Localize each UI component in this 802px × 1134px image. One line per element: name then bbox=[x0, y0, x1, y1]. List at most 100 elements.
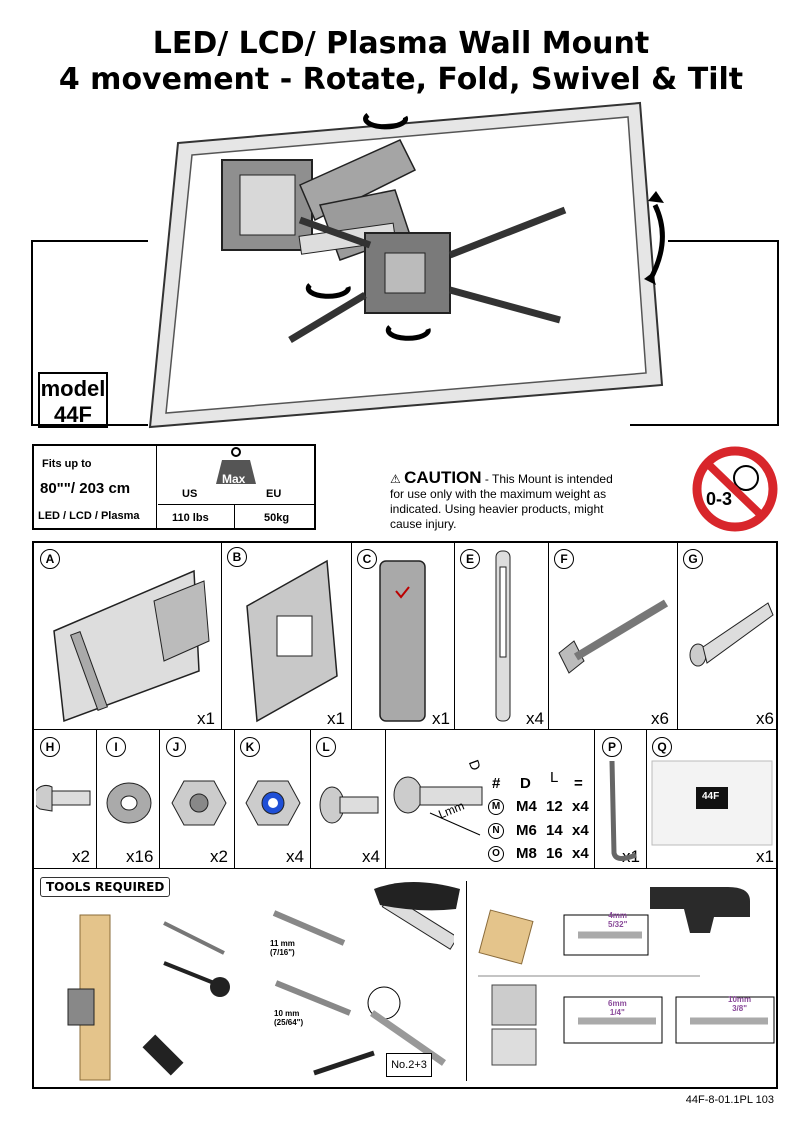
screwdriver-label: No.2+3 bbox=[386, 1053, 432, 1077]
part-qty-c: x1 bbox=[432, 709, 450, 728]
part-l-countersunk-screw bbox=[319, 786, 379, 824]
part-qty-a: x1 bbox=[197, 709, 215, 728]
us-label: US bbox=[182, 488, 198, 500]
screen-types: LED / LCD / Plasma bbox=[38, 510, 140, 522]
drill-wood-size: 4mm 5/32" bbox=[608, 911, 628, 929]
wall-outline-right bbox=[630, 240, 779, 426]
drill-concrete-size-1: 6mm 1/4" bbox=[608, 999, 627, 1017]
part-a-wall-arm bbox=[53, 569, 210, 723]
part-j-hex-nut bbox=[171, 780, 227, 826]
power-drill-icon bbox=[650, 887, 750, 933]
part-p-allen-key bbox=[609, 760, 637, 861]
bolt-table-header-d: D bbox=[520, 775, 531, 792]
part-letter-j: J bbox=[166, 737, 186, 757]
wrench-11-label: 11 mm (7/16") bbox=[270, 939, 295, 957]
pencil-icon bbox=[163, 921, 225, 955]
part-qty-i: x16 bbox=[126, 847, 154, 866]
part-letter-c: C bbox=[357, 549, 377, 569]
no-children-icon bbox=[692, 446, 778, 532]
drill-concrete-size-2: 10mm 3/8" bbox=[728, 995, 752, 1013]
part-q-label-text: 44F bbox=[702, 791, 720, 802]
bolt-row-d-m: M4 bbox=[516, 798, 537, 815]
tilt-arrow bbox=[647, 203, 665, 282]
bolt-row-d-o: M8 bbox=[516, 845, 537, 862]
document-code: 44F-8-01.1PL 103 bbox=[685, 1094, 774, 1106]
bolt-row-id-o: O bbox=[488, 846, 504, 862]
fits-label: Fits up to bbox=[42, 458, 92, 470]
bolt-table-header-id: # bbox=[492, 775, 501, 792]
title-line-2: 4 movement - Rotate, Fold, Swivel & Tilt bbox=[58, 62, 744, 97]
bolt-row-l-m: 12 bbox=[546, 798, 563, 815]
part-letter-a: A bbox=[40, 549, 60, 569]
model-value: 44F bbox=[54, 402, 92, 427]
title-line-1: LED/ LCD/ Plasma Wall Mount bbox=[152, 26, 650, 61]
part-letter-i: I bbox=[106, 737, 126, 757]
max-badge: Max bbox=[222, 472, 246, 486]
tools-heading: TOOLS REQUIRED bbox=[40, 877, 171, 897]
bolt-table-header-l: L bbox=[550, 769, 559, 786]
us-weight: 110 lbs bbox=[172, 512, 209, 524]
cross-arm bbox=[448, 206, 567, 259]
part-qty-l: x4 bbox=[362, 847, 380, 866]
part-qty-k: x4 bbox=[286, 847, 304, 866]
part-i-washer bbox=[106, 782, 152, 824]
wrench-10-label: 10 mm (25/64") bbox=[274, 1009, 304, 1027]
part-k-nylon-nut bbox=[245, 780, 301, 826]
tools-illustration bbox=[67, 903, 454, 1081]
part-letter-g: G bbox=[683, 549, 703, 569]
part-qty-g: x6 bbox=[756, 709, 774, 728]
bolt-row-q-o: x4 bbox=[572, 845, 589, 862]
screen-size: 80""/ 203 cm bbox=[40, 480, 131, 497]
screwdriver-icon bbox=[313, 1050, 375, 1076]
rotate-arrow-bottom bbox=[385, 325, 431, 341]
part-qty-j: x2 bbox=[210, 847, 228, 866]
model-label: model bbox=[40, 376, 106, 401]
eu-weight: 50kg bbox=[264, 512, 290, 524]
wrench-10-icon bbox=[274, 980, 352, 1016]
bolt-row-q-m: x4 bbox=[572, 798, 589, 815]
wood-block-icon bbox=[478, 909, 534, 965]
part-letter-h: H bbox=[40, 737, 60, 757]
model-box: model 44F bbox=[38, 372, 108, 428]
part-letter-l: L bbox=[316, 737, 336, 757]
part-f-lag-bolt bbox=[558, 599, 669, 674]
drilling-illustration bbox=[478, 887, 775, 1066]
mount-arm-upper bbox=[299, 139, 417, 222]
bolt-row-id-m: M bbox=[488, 799, 504, 815]
part-qty-b: x1 bbox=[327, 709, 345, 728]
parts-panel: A x1 B x1 C x1 E x4 F x6 G x6 H x2 I x16… bbox=[32, 541, 778, 1089]
warning-icon: ⚠ bbox=[390, 472, 401, 486]
part-q-label-plate bbox=[651, 760, 773, 846]
tape-measure-icon bbox=[163, 961, 215, 985]
bolt-row-d-n: M6 bbox=[516, 822, 537, 839]
part-letter-f: F bbox=[554, 549, 574, 569]
part-e-extension-bar bbox=[495, 550, 511, 722]
bolt-table-header-qty: = bbox=[574, 775, 583, 792]
part-letter-e: E bbox=[460, 549, 480, 569]
wrench-11-icon bbox=[272, 910, 346, 946]
rotate-arrow-left bbox=[305, 283, 351, 299]
part-letter-k: K bbox=[240, 737, 260, 757]
rotate-arrow-top bbox=[363, 112, 409, 130]
part-qty-e: x4 bbox=[526, 709, 544, 728]
part-qty-f: x6 bbox=[651, 709, 669, 728]
bolt-row-l-o: 16 bbox=[546, 845, 563, 862]
safety-glasses-icon bbox=[374, 882, 460, 911]
age-label: 0-3 bbox=[706, 489, 733, 509]
caution-heading: CAUTION bbox=[404, 468, 482, 487]
hammer-icon bbox=[142, 1034, 184, 1076]
part-c-spacer bbox=[379, 560, 426, 722]
spec-box: Fits up to 80""/ 203 cm LED / LCD / Plas… bbox=[32, 444, 316, 530]
bolt-row-id-n: N bbox=[488, 823, 504, 839]
part-letter-p: P bbox=[602, 737, 622, 757]
eu-label: EU bbox=[266, 488, 282, 500]
wall-outline-left bbox=[31, 240, 148, 426]
bolt-row-q-n: x4 bbox=[572, 822, 589, 839]
part-qty-q: x1 bbox=[756, 847, 774, 866]
concrete-block-icon bbox=[491, 984, 537, 1026]
caution-notice: ⚠ CAUTION - This Mount is intended for u… bbox=[390, 468, 630, 532]
part-letter-q: Q bbox=[652, 737, 672, 757]
part-letter-b: B bbox=[227, 547, 247, 567]
weight-icon bbox=[216, 447, 256, 484]
spirit-level-icon bbox=[381, 903, 454, 950]
